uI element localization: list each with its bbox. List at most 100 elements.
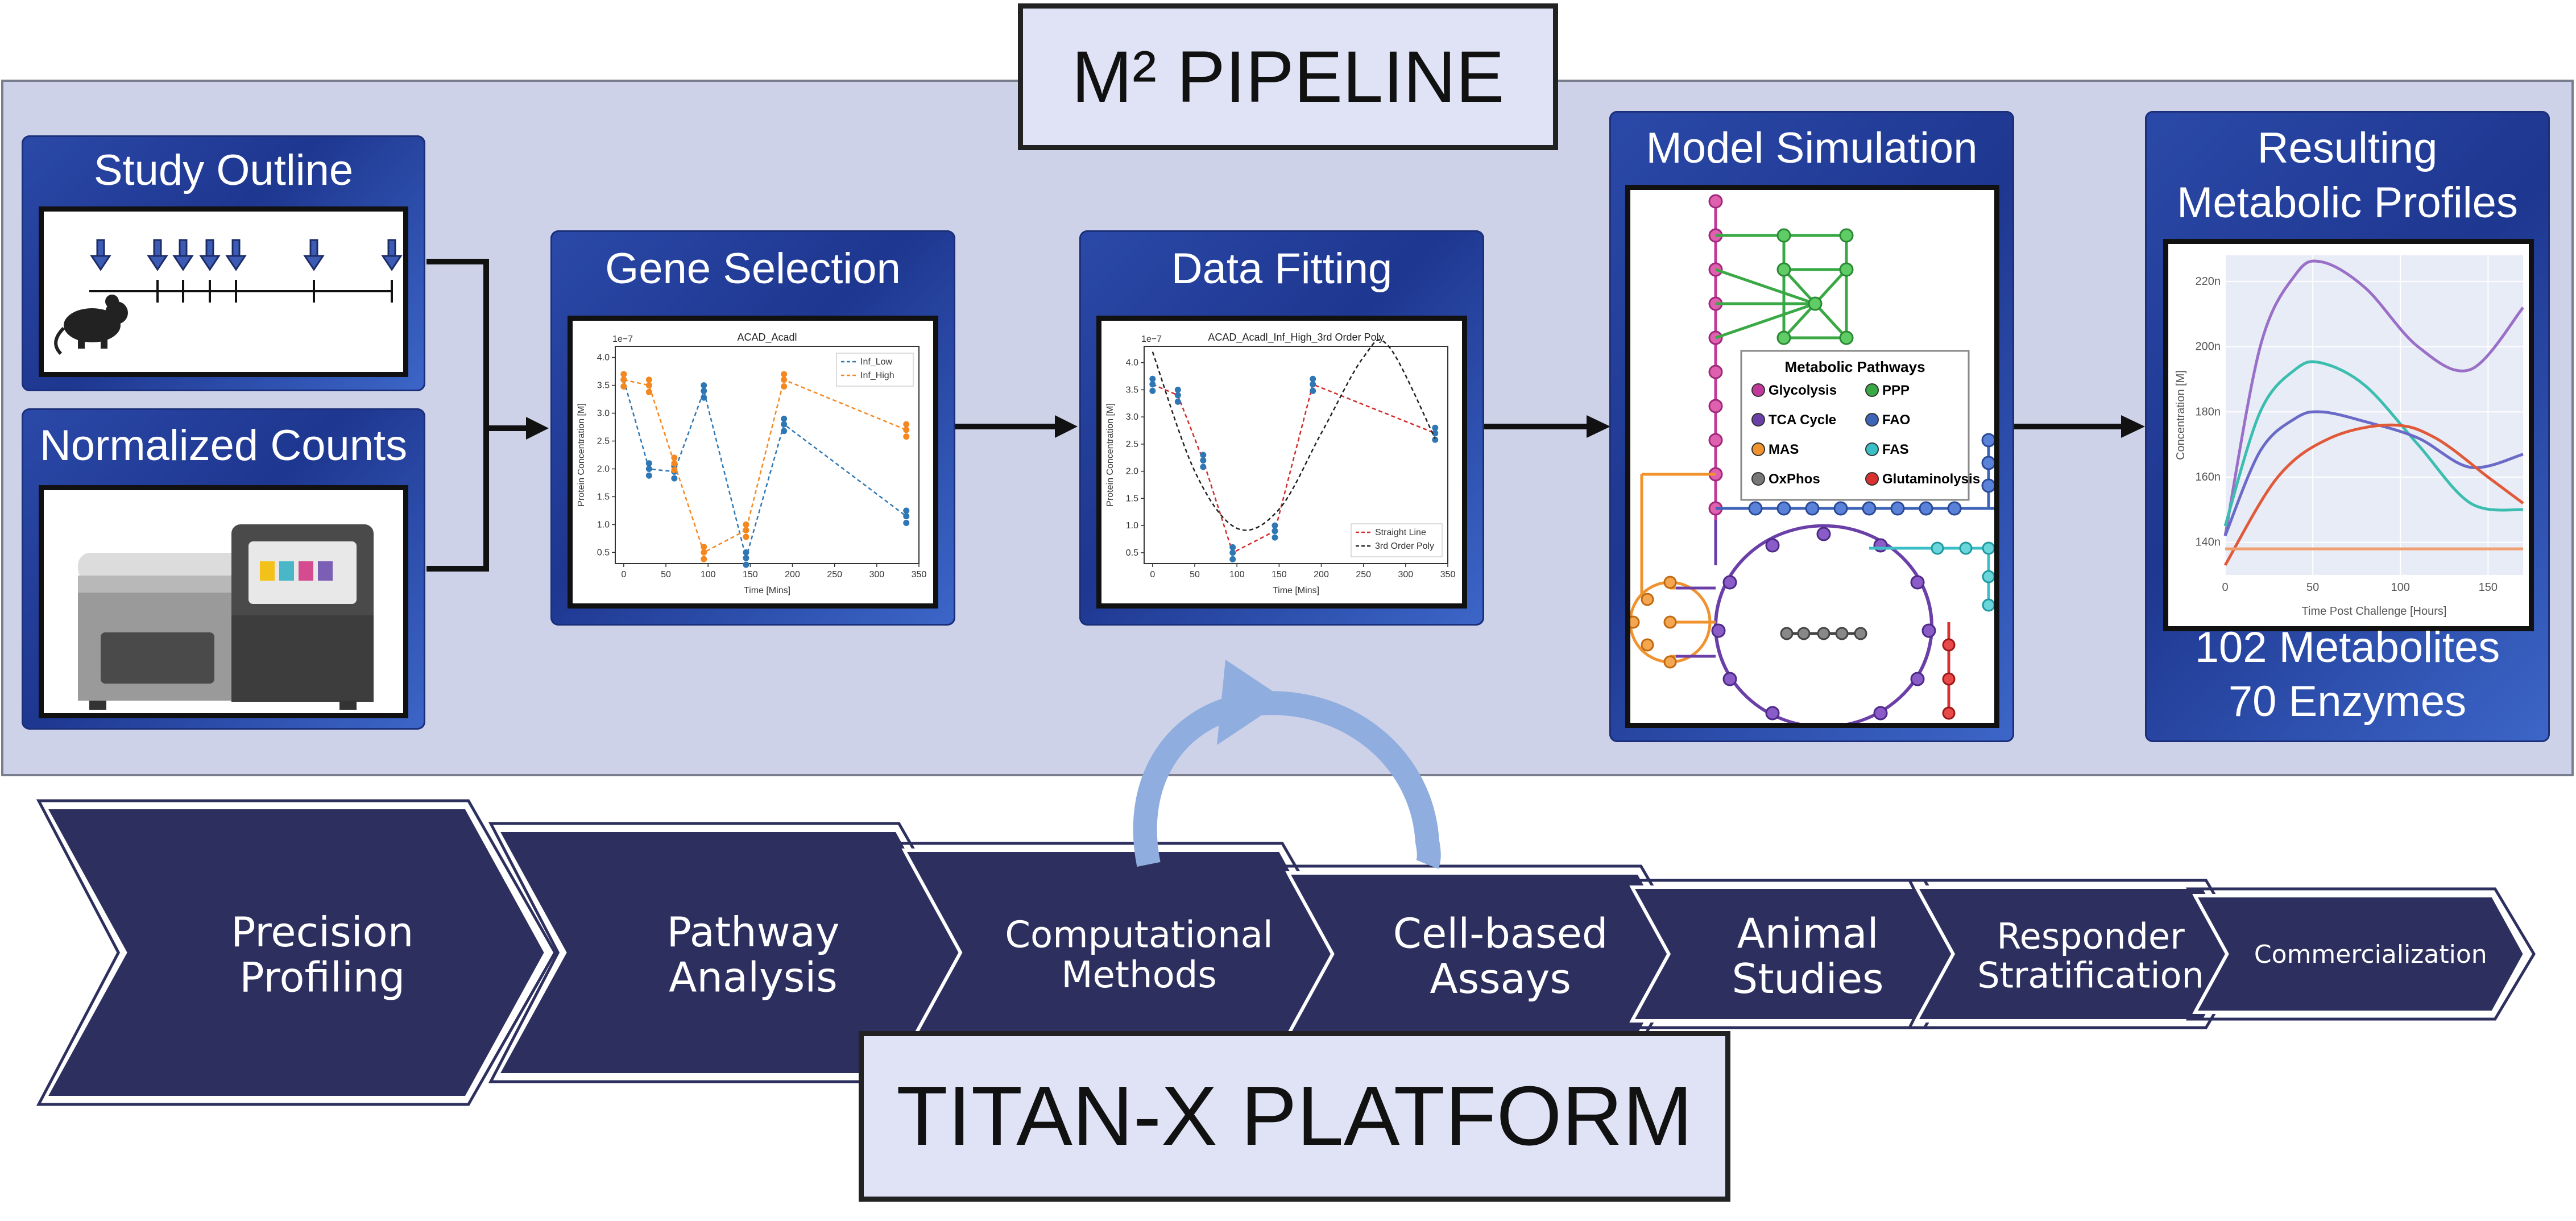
data-point xyxy=(1174,386,1181,393)
model-simulation-panel: Model Simulation xyxy=(1609,111,2014,742)
chevron-label-line1: Animal xyxy=(1737,910,1878,958)
data-point xyxy=(743,549,749,556)
data-point xyxy=(781,428,788,434)
y-tick-label: 2.5 xyxy=(597,437,610,446)
study-outline-timeline xyxy=(39,206,408,377)
y-axis-label: Concentration [M] xyxy=(2175,370,2187,460)
y-axis-label: Protein Concentration [M] xyxy=(577,403,586,506)
data-point xyxy=(645,460,652,467)
legend-marker xyxy=(1865,383,1879,397)
x-tick-label: 150 xyxy=(743,570,758,580)
data-point xyxy=(1310,387,1316,394)
profile-line xyxy=(2223,259,2524,536)
legend-label: FAS xyxy=(1882,442,1909,457)
legend-label: Glutaminolysis xyxy=(1882,471,1980,487)
chart-legend xyxy=(1351,523,1443,557)
x-axis-label: Time [Mins] xyxy=(1273,586,1319,595)
data-point xyxy=(743,554,749,561)
data-point xyxy=(903,421,910,428)
data-point xyxy=(781,371,788,378)
data-point xyxy=(671,466,678,473)
y-tick-label: 0.5 xyxy=(597,548,610,557)
x-tick-label: 0 xyxy=(621,570,626,580)
data-point xyxy=(1174,392,1181,399)
y-tick-label: 3.5 xyxy=(1126,385,1138,395)
chart-legend xyxy=(836,353,914,387)
data-point xyxy=(1432,436,1439,443)
x-tick-label: 100 xyxy=(1229,570,1245,580)
data-point xyxy=(1432,424,1439,431)
data-point xyxy=(645,465,652,472)
y-tick-label: 220n xyxy=(2196,275,2221,288)
chevron-label-line2: Stratification xyxy=(1977,954,2204,996)
data-point xyxy=(903,507,910,514)
profile-line xyxy=(2223,423,2524,566)
data-point xyxy=(903,519,910,526)
legend-label: Glycolysis xyxy=(1769,383,1837,398)
legend-label: FAO xyxy=(1882,412,1910,428)
chevron-label-line2: Analysis xyxy=(669,953,838,1001)
chevron-label-line2: Assays xyxy=(1430,955,1571,1003)
y-tick-label: 2.5 xyxy=(1126,440,1138,449)
data-point xyxy=(743,521,749,528)
plot-title: ACAD_Acadl xyxy=(737,332,797,343)
data-point xyxy=(903,427,910,433)
y-axis-label: Protein Concentration [M] xyxy=(1105,403,1115,506)
data-point xyxy=(1149,381,1156,388)
data-point xyxy=(743,533,749,540)
chevron-label-line1: Responder xyxy=(1997,916,2185,957)
data-point xyxy=(1310,381,1316,388)
enzyme-count: 70 Enzymes xyxy=(2228,677,2467,726)
x-tick-label: 200 xyxy=(785,570,800,580)
data-point xyxy=(645,376,652,383)
timepoint-arrows xyxy=(90,239,403,271)
data-point xyxy=(1310,375,1316,382)
data-point xyxy=(1229,556,1236,562)
platform-chevrons: PrecisionProfilingPathwayAnalysisComputa… xyxy=(36,799,2536,1106)
platform-title: TITAN-X PLATFORM xyxy=(859,1031,1730,1202)
data-point xyxy=(743,527,749,533)
data-point xyxy=(1149,375,1156,382)
data-point xyxy=(701,549,707,556)
data-point xyxy=(701,556,707,562)
data-fitting-panel: Data Fitting ACAD_Acadl_Inf_High_3rd Ord… xyxy=(1079,230,1484,626)
chevron-outline xyxy=(2185,887,2536,1021)
data-point xyxy=(701,382,707,389)
y-tick-label: 4.0 xyxy=(597,353,610,363)
arrow-gene-to-fitting xyxy=(955,415,1078,438)
data-point xyxy=(620,376,627,383)
data-point xyxy=(1229,549,1236,556)
legend-title: Metabolic Pathways xyxy=(1784,358,1925,375)
x-tick-label: 150 xyxy=(2479,581,2498,594)
study-outline-panel: Study Outline xyxy=(22,135,425,391)
y-tick-label: 1.0 xyxy=(597,520,610,529)
chevron-label-line1: Cell-based xyxy=(1393,910,1608,958)
data-point xyxy=(701,387,707,394)
chevron-outline xyxy=(1907,879,2251,1029)
x-tick-label: 300 xyxy=(869,570,884,580)
data-point xyxy=(671,454,678,461)
y-tick-label: 0.5 xyxy=(1126,548,1138,558)
legend-entry: Inf_High xyxy=(860,371,894,380)
series-line xyxy=(1152,339,1436,531)
x-axis-label: Time Post Challenge [Hours] xyxy=(2302,605,2447,618)
y-tick-label: 200n xyxy=(2196,341,2221,353)
data-point xyxy=(671,460,678,467)
y-tick-label: 1.0 xyxy=(1126,521,1138,531)
data-point xyxy=(781,415,788,422)
legend-label: PPP xyxy=(1882,383,1910,398)
y-tick-label: 1.5 xyxy=(597,492,610,502)
data-point xyxy=(1200,457,1207,464)
legend-marker xyxy=(1865,442,1879,456)
data-point xyxy=(743,561,749,568)
profiles-title-line1: Resulting xyxy=(2257,124,2438,172)
chevron-outline xyxy=(36,799,557,1106)
pipeline-title: M² PIPELINE xyxy=(1018,3,1558,150)
data-point xyxy=(1432,430,1439,437)
data-point xyxy=(1272,522,1278,529)
